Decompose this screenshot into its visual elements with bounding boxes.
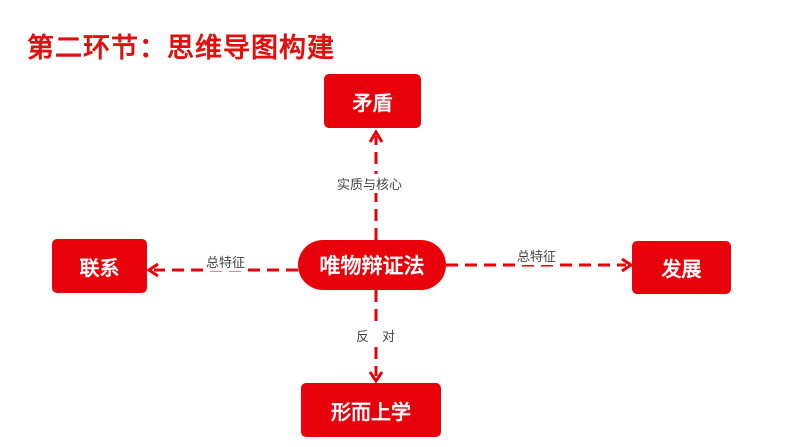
slide-title: 第二环节：思维导图构建 bbox=[27, 33, 335, 64]
node-development: 发展 bbox=[632, 241, 731, 294]
edge-label-right: 总特征 bbox=[515, 246, 559, 265]
edge-label-bottom: 反 对 bbox=[354, 326, 398, 345]
node-connection: 联系 bbox=[52, 239, 147, 293]
arrow-up-icon bbox=[368, 129, 384, 143]
node-materialist-dialectics: 唯物辩证法 bbox=[298, 240, 446, 290]
node-metaphysics: 形而上学 bbox=[301, 383, 441, 437]
arrow-right-icon bbox=[621, 257, 634, 273]
edge-label-left: 总特征 bbox=[204, 252, 248, 271]
edge-label-top: 实质与核心 bbox=[335, 174, 405, 193]
arrow-down-icon bbox=[368, 371, 384, 384]
node-contradiction: 矛盾 bbox=[324, 74, 421, 128]
arrow-left-icon bbox=[146, 262, 159, 278]
